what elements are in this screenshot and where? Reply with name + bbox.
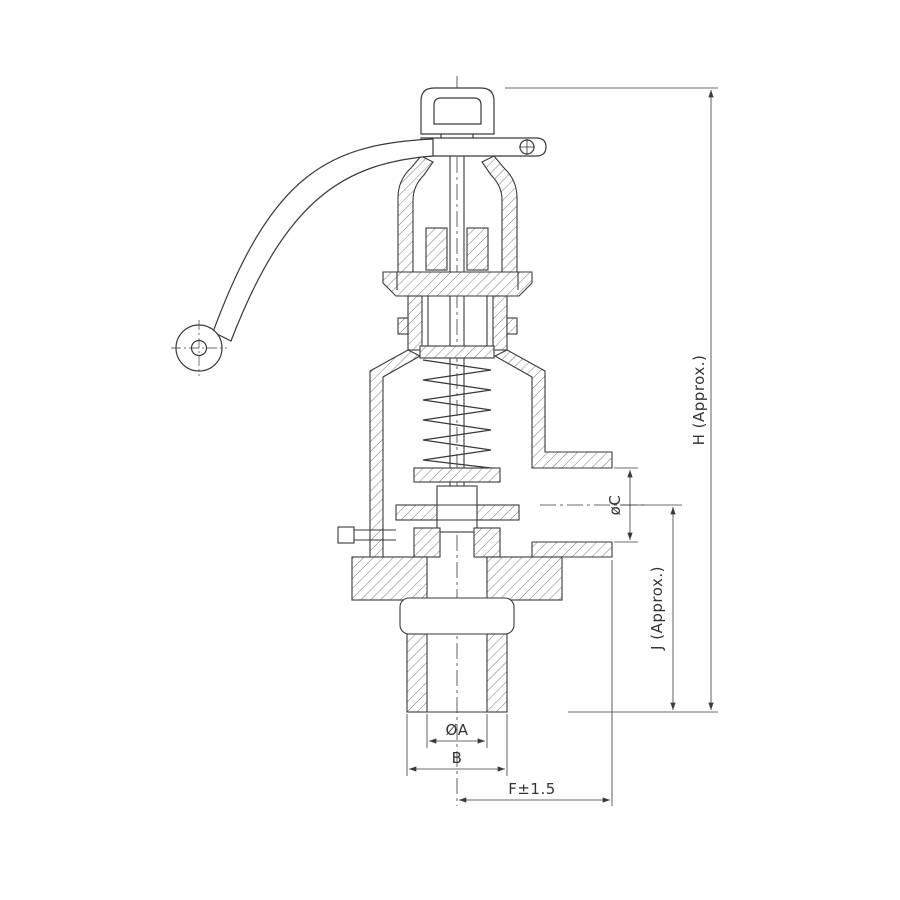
inlet-section <box>351 556 563 713</box>
spring-plate-bottom <box>413 467 501 483</box>
centerlines <box>456 76 646 806</box>
dim-label-b: B <box>452 749 463 767</box>
bonnet-flange <box>382 271 533 297</box>
lower-flange-right <box>486 556 563 601</box>
dim-label-dia-c: øC <box>606 495 624 516</box>
dim-label-j: J (Approx.) <box>648 566 666 651</box>
dim-label-h: H (Approx.) <box>690 355 708 446</box>
spring <box>422 359 492 469</box>
valve-disc <box>436 485 478 533</box>
inlet-nut <box>399 597 515 635</box>
loop-hole <box>433 97 482 125</box>
lever-arm <box>212 138 434 342</box>
packing-right <box>466 227 489 271</box>
dimensions <box>406 87 718 806</box>
body-wall-left <box>369 349 422 558</box>
seat-left <box>413 527 441 558</box>
bonnet <box>397 155 518 273</box>
inlet-wall-left <box>406 633 428 713</box>
dim-label-f: F±1.5 <box>508 780 556 798</box>
hand-lever <box>171 138 434 376</box>
spring-plate-top <box>419 345 495 359</box>
dimension-labels: ØA B F±1.5 øC J (Approx.) H (Approx.) <box>445 355 708 798</box>
body-wall-right-outlet-top <box>493 349 613 469</box>
fork-bar <box>420 137 547 157</box>
outlet-wall-bottom <box>531 541 613 558</box>
valve-body <box>369 349 613 558</box>
disc-assembly <box>337 485 520 558</box>
neck <box>397 295 518 351</box>
lifting-cap <box>420 87 547 157</box>
dim-label-dia-a: ØA <box>445 721 468 739</box>
seat-right <box>473 527 501 558</box>
side-bolt <box>337 526 355 544</box>
inlet-wall-right <box>486 633 508 713</box>
spring-plates <box>413 345 501 483</box>
valve-stem <box>449 130 465 488</box>
lower-flange-left <box>351 556 428 601</box>
packing-left <box>425 227 448 271</box>
